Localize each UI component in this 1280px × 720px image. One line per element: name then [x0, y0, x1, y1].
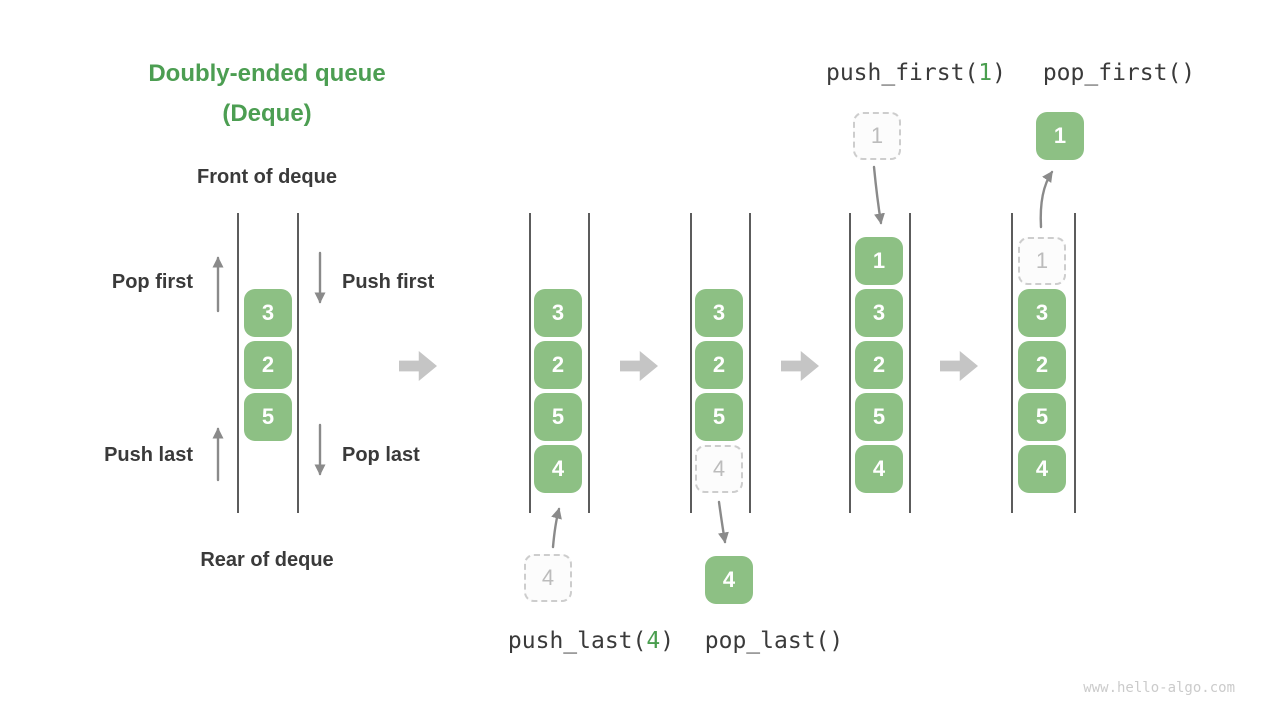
queue-cell: 3 — [695, 289, 743, 337]
pop-first-removed-cell: 1 — [1036, 112, 1084, 160]
queue-cell: 3 — [855, 289, 903, 337]
push-first-op-label: push_first(1) — [826, 60, 1006, 86]
pop-first-ghost-cell: 1 — [1018, 237, 1066, 285]
queue-cell: 5 — [695, 393, 743, 441]
queue-cell: 2 — [1018, 341, 1066, 389]
step-right-arrow-icon — [399, 351, 437, 381]
pop-last-remove-arrow-icon — [717, 500, 729, 544]
queue-cell: 2 — [695, 341, 743, 389]
pop-first-remove-arrow-icon — [1039, 170, 1054, 229]
step-right-arrow-icon — [781, 351, 819, 381]
rear-of-deque-label: Rear of deque — [200, 549, 334, 571]
queue-cell: 2 — [855, 341, 903, 389]
queue-cell: 4 — [1018, 445, 1066, 493]
pop-last-ghost-cell: 4 — [695, 445, 743, 493]
queue-cell: 1 — [855, 237, 903, 285]
queue-cell: 3 — [534, 289, 582, 337]
pop-last-op-text: pop_last() — [704, 628, 844, 654]
queue-wall — [849, 213, 851, 513]
pop-last-side-label: Pop last — [342, 444, 420, 466]
queue-cell: 5 — [244, 393, 292, 441]
queue-cell: 5 — [1018, 393, 1066, 441]
step-right-arrow-icon — [940, 351, 978, 381]
push-first-incoming-ghost-cell: 1 — [853, 112, 901, 160]
pop-first-op-text: pop_first() — [1042, 60, 1196, 86]
queue-cell: 3 — [244, 289, 292, 337]
push-last-op-suffix: ) — [660, 628, 675, 654]
watermark: www.hello-algo.com — [1083, 680, 1235, 696]
queue-cell: 5 — [534, 393, 582, 441]
diagram-title-line1: Doubly-ended queue — [148, 60, 386, 87]
queue-wall — [909, 213, 911, 513]
queue-cell: 2 — [534, 341, 582, 389]
queue-wall — [749, 213, 751, 513]
push-first-insert-arrow-icon — [872, 165, 885, 225]
step-right-arrow-icon — [620, 351, 658, 381]
pop-first-op-label: pop_first() — [1043, 60, 1195, 86]
queue-wall — [237, 213, 239, 513]
push-first-op-arg: 1 — [978, 60, 993, 86]
queue-wall — [690, 213, 692, 513]
queue-wall — [529, 213, 531, 513]
queue-cell: 2 — [244, 341, 292, 389]
front-of-deque-label: Front of deque — [197, 166, 337, 188]
queue-cell: 4 — [534, 445, 582, 493]
queue-wall — [588, 213, 590, 513]
push-last-incoming-ghost-cell: 4 — [524, 554, 572, 602]
push-last-insert-arrow-icon — [551, 507, 562, 549]
pop-last-op-label: pop_last() — [705, 628, 843, 654]
push-first-side-label: Push first — [342, 271, 435, 293]
push-last-op-arg: 4 — [646, 628, 661, 654]
push-last-side-label: Push last — [104, 444, 193, 466]
queue-cell: 3 — [1018, 289, 1066, 337]
diagram-title-line2: (Deque) — [222, 100, 312, 127]
pop-last-removed-cell: 4 — [705, 556, 753, 604]
queue-cell: 5 — [855, 393, 903, 441]
push-last-op-prefix: push_last( — [507, 628, 647, 654]
push-first-op-prefix: push_first( — [825, 60, 979, 86]
queue-wall — [297, 213, 299, 513]
queue-cell: 4 — [855, 445, 903, 493]
pop-first-side-label: Pop first — [111, 271, 193, 293]
queue-wall — [1074, 213, 1076, 513]
queue-wall — [1011, 213, 1013, 513]
push-first-op-suffix: ) — [992, 60, 1007, 86]
push-last-op-label: push_last(4) — [508, 628, 674, 654]
